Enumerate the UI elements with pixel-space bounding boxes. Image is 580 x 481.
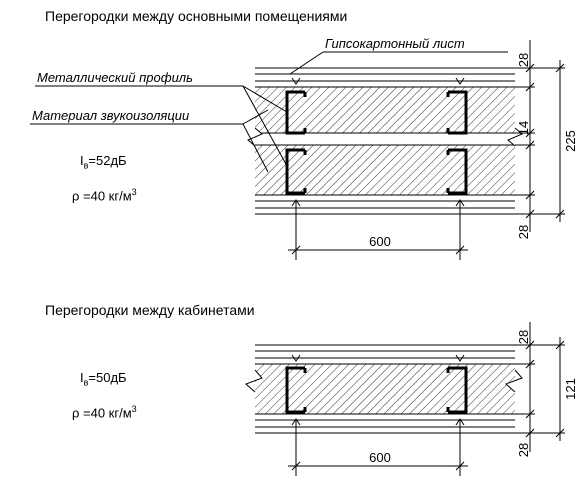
dim-top-28-2: 28 [516, 330, 531, 344]
dim-top-28-1: 28 [516, 53, 531, 67]
metal-profile-1b [446, 90, 468, 135]
dim-total-121: 121 [563, 378, 578, 400]
gypsum-layers-bottom-2 [255, 413, 515, 434]
metal-profile-1d [446, 148, 468, 195]
dim-spacing-600-2: 600 [369, 450, 391, 465]
section2-title: Перегородки между кабинетами [45, 302, 255, 318]
metal-profile-1a [285, 90, 307, 135]
density-1: ρ =40 кг/м3 [72, 187, 137, 204]
section1-drawing: 28 14 225 28 600 [30, 40, 578, 260]
metal-profile-2a [285, 366, 307, 414]
sound-index-2: Iв=50дБ [80, 370, 127, 388]
dim-bottom-28-1: 28 [516, 225, 531, 239]
insulation-layer-3 [255, 364, 515, 414]
section2-drawing: 28 121 28 600 [245, 322, 578, 476]
dim-spacing-600-1: 600 [369, 234, 391, 249]
dim-gap-14: 14 [516, 121, 531, 135]
gypsum-layers-top-2 [255, 344, 515, 365]
gypsum-layers-bottom [255, 194, 515, 215]
insulation-label: Материал звукоизоляции [32, 108, 190, 123]
section1-title: Перегородки между основными помещениями [45, 8, 348, 24]
sound-index-1: Iв=52дБ [80, 153, 127, 171]
density-2: ρ =40 кг/м3 [72, 404, 137, 421]
dim-bottom-28-2: 28 [516, 443, 531, 457]
metal-profile-1c [285, 148, 307, 195]
insulation-layer-1 [255, 87, 515, 133]
insulation-layer-2 [255, 145, 515, 195]
dim-total-225: 225 [563, 130, 578, 152]
metal-profile-label: Металлический профиль [37, 70, 193, 85]
gypsum-board-label: Гипсокартонный лист [325, 36, 465, 51]
metal-profile-2b [446, 366, 468, 414]
